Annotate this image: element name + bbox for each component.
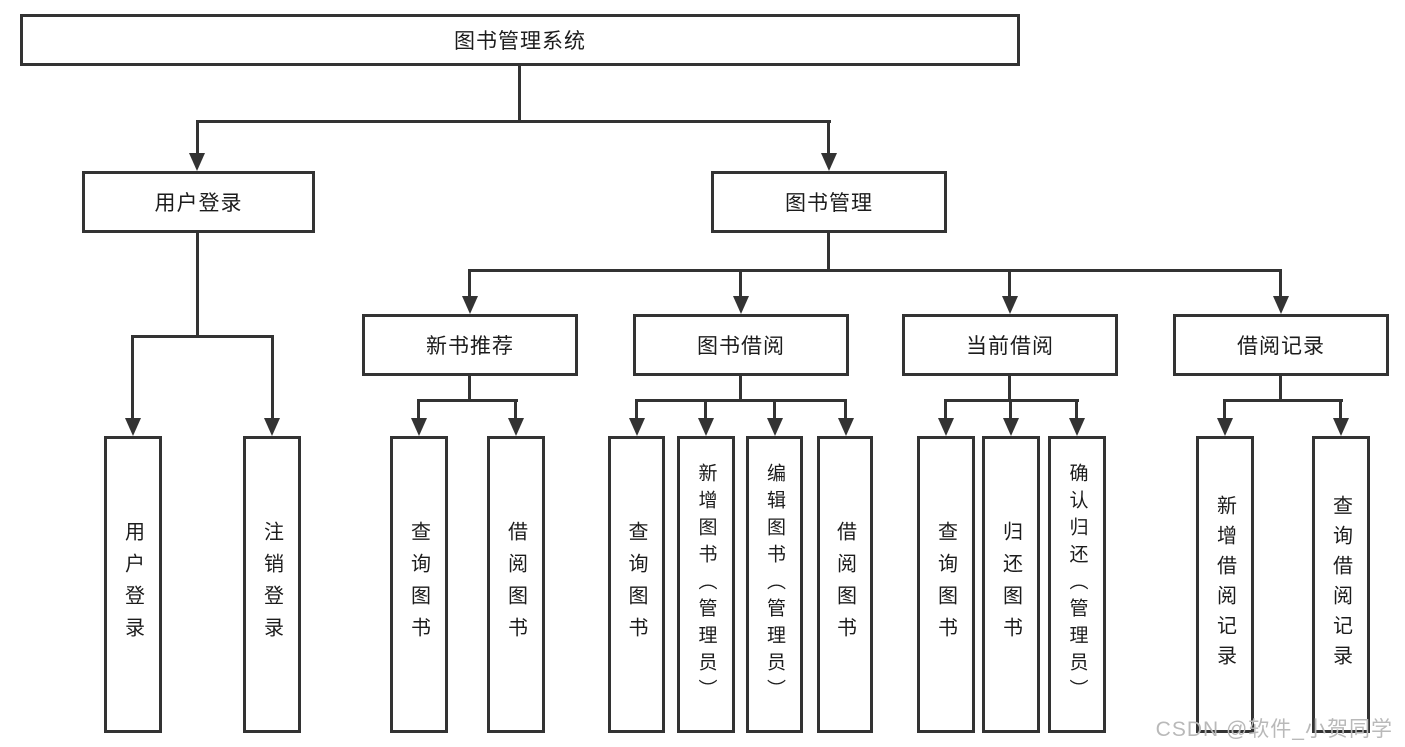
node-book-borrow: 图书借阅 — [633, 314, 849, 376]
connector-vline — [514, 399, 517, 418]
node-root-system: 图书管理系统 — [20, 14, 1020, 66]
connector-vline — [468, 269, 471, 296]
connector-vline — [196, 120, 199, 155]
arrowhead-down-icon — [821, 153, 837, 171]
connector-hline — [468, 269, 1282, 272]
arrowhead-down-icon — [508, 418, 524, 436]
connector-hline — [196, 120, 831, 123]
arrowhead-down-icon — [264, 418, 280, 436]
leaf-return-books: 归还图书 — [982, 436, 1040, 733]
leaf-query-books-borrow: 查询图书 — [608, 436, 665, 733]
arrowhead-down-icon — [698, 418, 714, 436]
arrowhead-down-icon — [1333, 418, 1349, 436]
arrowhead-down-icon — [1002, 296, 1018, 314]
connector-vline — [704, 399, 707, 418]
connector-vline — [773, 399, 776, 418]
csdn-watermark: CSDN @软件_小贺同学 — [1155, 718, 1393, 741]
connector-vline — [1223, 399, 1226, 418]
arrowhead-down-icon — [189, 153, 205, 171]
connector-vline — [827, 233, 830, 269]
leaf-borrow-books-recommend: 借阅图书 — [487, 436, 545, 733]
arrowhead-down-icon — [1069, 418, 1085, 436]
node-book-management-branch: 图书管理 — [711, 171, 947, 233]
leaf-confirm-return-admin: 确认归还（管理员） — [1048, 436, 1106, 733]
connector-vline — [518, 66, 521, 120]
leaf-query-borrow-record: 查询借阅记录 — [1312, 436, 1370, 733]
connector-hline — [635, 399, 847, 402]
connector-vline — [196, 233, 199, 335]
connector-vline — [1008, 376, 1011, 399]
arrowhead-down-icon — [938, 418, 954, 436]
arrowhead-down-icon — [125, 418, 141, 436]
node-borrow-records: 借阅记录 — [1173, 314, 1389, 376]
arrowhead-down-icon — [838, 418, 854, 436]
arrowhead-down-icon — [1273, 296, 1289, 314]
leaf-add-borrow-record: 新增借阅记录 — [1196, 436, 1254, 733]
leaf-edit-books-admin: 编辑图书（管理员） — [746, 436, 803, 733]
connector-vline — [739, 376, 742, 399]
connector-vline — [844, 399, 847, 418]
node-user-login-branch: 用户登录 — [82, 171, 315, 233]
connector-vline — [131, 335, 134, 418]
arrowhead-down-icon — [629, 418, 645, 436]
connector-hline — [1223, 399, 1343, 402]
node-new-book-recommend: 新书推荐 — [362, 314, 578, 376]
arrowhead-down-icon — [1003, 418, 1019, 436]
arrowhead-down-icon — [767, 418, 783, 436]
connector-vline — [417, 399, 420, 418]
connector-vline — [635, 399, 638, 418]
connector-vline — [1339, 399, 1342, 418]
arrowhead-down-icon — [462, 296, 478, 314]
connector-vline — [468, 376, 471, 399]
connector-vline — [739, 269, 742, 296]
node-current-borrow: 当前借阅 — [902, 314, 1118, 376]
connector-vline — [1075, 399, 1078, 418]
connector-hline — [417, 399, 518, 402]
leaf-user-login: 用户登录 — [104, 436, 162, 733]
arrowhead-down-icon — [733, 296, 749, 314]
connector-vline — [271, 335, 274, 418]
connector-vline — [1008, 269, 1011, 296]
leaf-logout: 注销登录 — [243, 436, 301, 733]
connector-vline — [827, 120, 830, 155]
leaf-query-books-recommend: 查询图书 — [390, 436, 448, 733]
arrowhead-down-icon — [1217, 418, 1233, 436]
arrowhead-down-icon — [411, 418, 427, 436]
leaf-borrow-books: 借阅图书 — [817, 436, 873, 733]
connector-vline — [944, 399, 947, 418]
leaf-query-books-current: 查询图书 — [917, 436, 975, 733]
connector-vline — [1009, 399, 1012, 418]
connector-hline — [131, 335, 274, 338]
connector-vline — [1279, 376, 1282, 399]
connector-vline — [1279, 269, 1282, 296]
leaf-add-books-admin: 新增图书（管理员） — [677, 436, 735, 733]
